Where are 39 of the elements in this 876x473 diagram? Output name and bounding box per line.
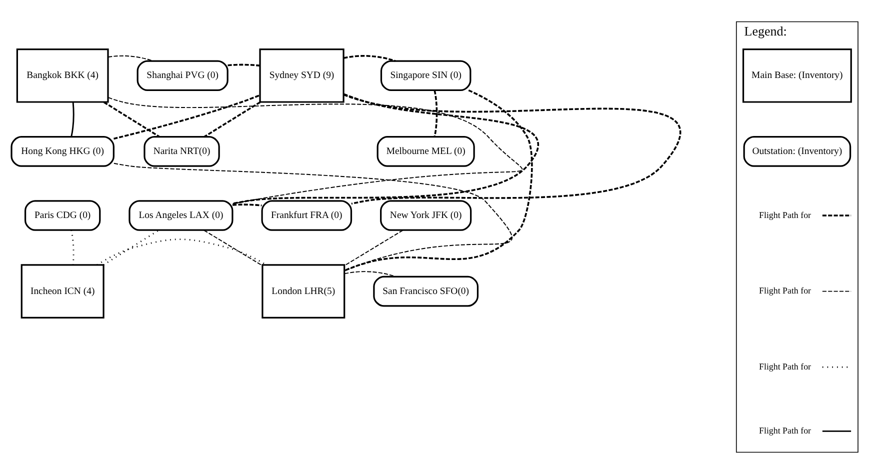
node-box: Paris CDG (0) — [24, 200, 101, 230]
node-box: Sydney SYD (9) — [259, 48, 344, 102]
node-box: Melbourne MEL (0) — [376, 136, 475, 166]
connector — [70, 102, 74, 136]
node-box: Los Angeles LAX (0) — [128, 200, 234, 230]
connector — [344, 93, 680, 204]
legend-label: Flight Path for — [759, 209, 812, 220]
node-box: London LHR(5) — [262, 264, 346, 318]
node-box: Incheon ICN (4) — [20, 264, 104, 318]
connector — [96, 238, 267, 266]
legend-label: Flight Path for — [759, 424, 812, 435]
node-box: Frankfurt FRA (0) — [261, 200, 352, 230]
node-box: Shanghai PVG (0) — [136, 60, 228, 91]
node-box: Narita NRT(0) — [144, 136, 220, 166]
legend-label: Flight Path for — [759, 285, 812, 296]
connector — [344, 229, 404, 266]
connector — [228, 63, 260, 66]
connector — [108, 54, 154, 61]
legend-label: Flight Path for — [759, 360, 812, 371]
connector — [103, 100, 160, 138]
connector — [344, 270, 396, 277]
connector — [204, 100, 261, 138]
node-box: Singapore SIN (0) — [380, 60, 472, 91]
node-box: Hong Kong HKG (0) — [10, 136, 114, 166]
node-box: Outstation: (Inventory) — [743, 136, 852, 166]
connector — [204, 229, 263, 266]
connector — [434, 90, 438, 136]
node-box: Main Base: (Inventory) — [742, 48, 852, 102]
connector — [113, 162, 512, 271]
node-box: Bangkok BKK (4) — [16, 48, 109, 102]
connector — [232, 203, 262, 206]
connector — [103, 229, 160, 266]
node-box: New York JFK (0) — [380, 200, 472, 230]
connector — [108, 96, 523, 204]
connector — [344, 89, 533, 271]
node-box: San Francisco SFO(0) — [373, 275, 479, 306]
connector — [344, 54, 396, 62]
connector — [114, 94, 260, 140]
connector — [232, 92, 538, 204]
